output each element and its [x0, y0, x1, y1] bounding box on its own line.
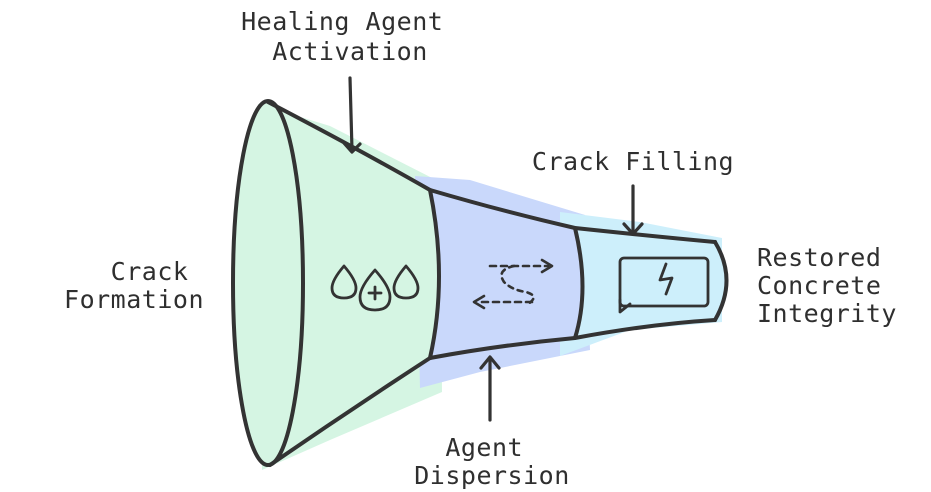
crack-filling-pointer — [624, 186, 642, 234]
label-crack-filling-line1: Crack Filling — [532, 147, 734, 176]
agent-dispersion-pointer — [481, 357, 499, 420]
label-crack-formation: Crack Formation — [64, 257, 204, 314]
lightning-screen-icon — [620, 258, 708, 312]
label-crack-formation-line1: Crack — [111, 257, 189, 286]
label-restored-line1: Restored — [757, 243, 881, 272]
label-agent-dispersion-line2: Dispersion — [414, 461, 570, 490]
label-healing-agent-activation: Healing Agent Activation — [241, 7, 459, 66]
label-restored-line2: Concrete — [757, 271, 881, 300]
label-agent-dispersion-line1: Agent — [445, 433, 523, 462]
label-restored-line3: Integrity — [757, 299, 897, 328]
label-crack-filling: Crack Filling — [532, 147, 734, 176]
label-crack-formation-line2: Formation — [64, 285, 204, 314]
label-restored-integrity: Restored Concrete Integrity — [757, 243, 897, 328]
label-agent-dispersion: Agent Dispersion — [414, 433, 570, 490]
label-healing-agent-line2: Activation — [272, 37, 428, 66]
label-healing-agent-line1: Healing Agent — [241, 7, 443, 36]
